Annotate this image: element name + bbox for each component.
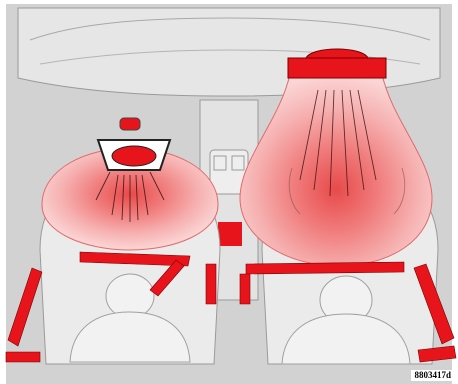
driver-seatbelt-lap <box>79 251 191 267</box>
passenger-airbag <box>239 73 433 267</box>
driver-occupant <box>69 273 191 363</box>
driver-airbag <box>41 147 219 251</box>
driver-seatbelt-buckle <box>205 263 217 305</box>
steering-wheel-airbag-icon <box>96 117 172 171</box>
dashboard-airbag-icon <box>287 48 387 79</box>
driver-seatbelt-shoulder <box>7 267 43 347</box>
driver-seatbelt-diagonal <box>149 259 185 297</box>
passenger-seatbelt-lower <box>417 345 457 363</box>
console-vent-1 <box>213 155 227 171</box>
console-vent-2 <box>231 155 245 171</box>
passenger-seatbelt-lap <box>245 261 405 275</box>
driver-seatbelt-lower <box>5 351 41 363</box>
figure-code: 8803417d <box>411 370 454 381</box>
passenger-seatbelt-left <box>239 273 251 305</box>
passenger-seatbelt-shoulder <box>413 263 455 345</box>
seatbelts <box>5 251 457 363</box>
srs-indicator-icon <box>218 222 242 246</box>
passenger-occupant <box>281 275 411 365</box>
dashboard-contour <box>29 17 431 41</box>
